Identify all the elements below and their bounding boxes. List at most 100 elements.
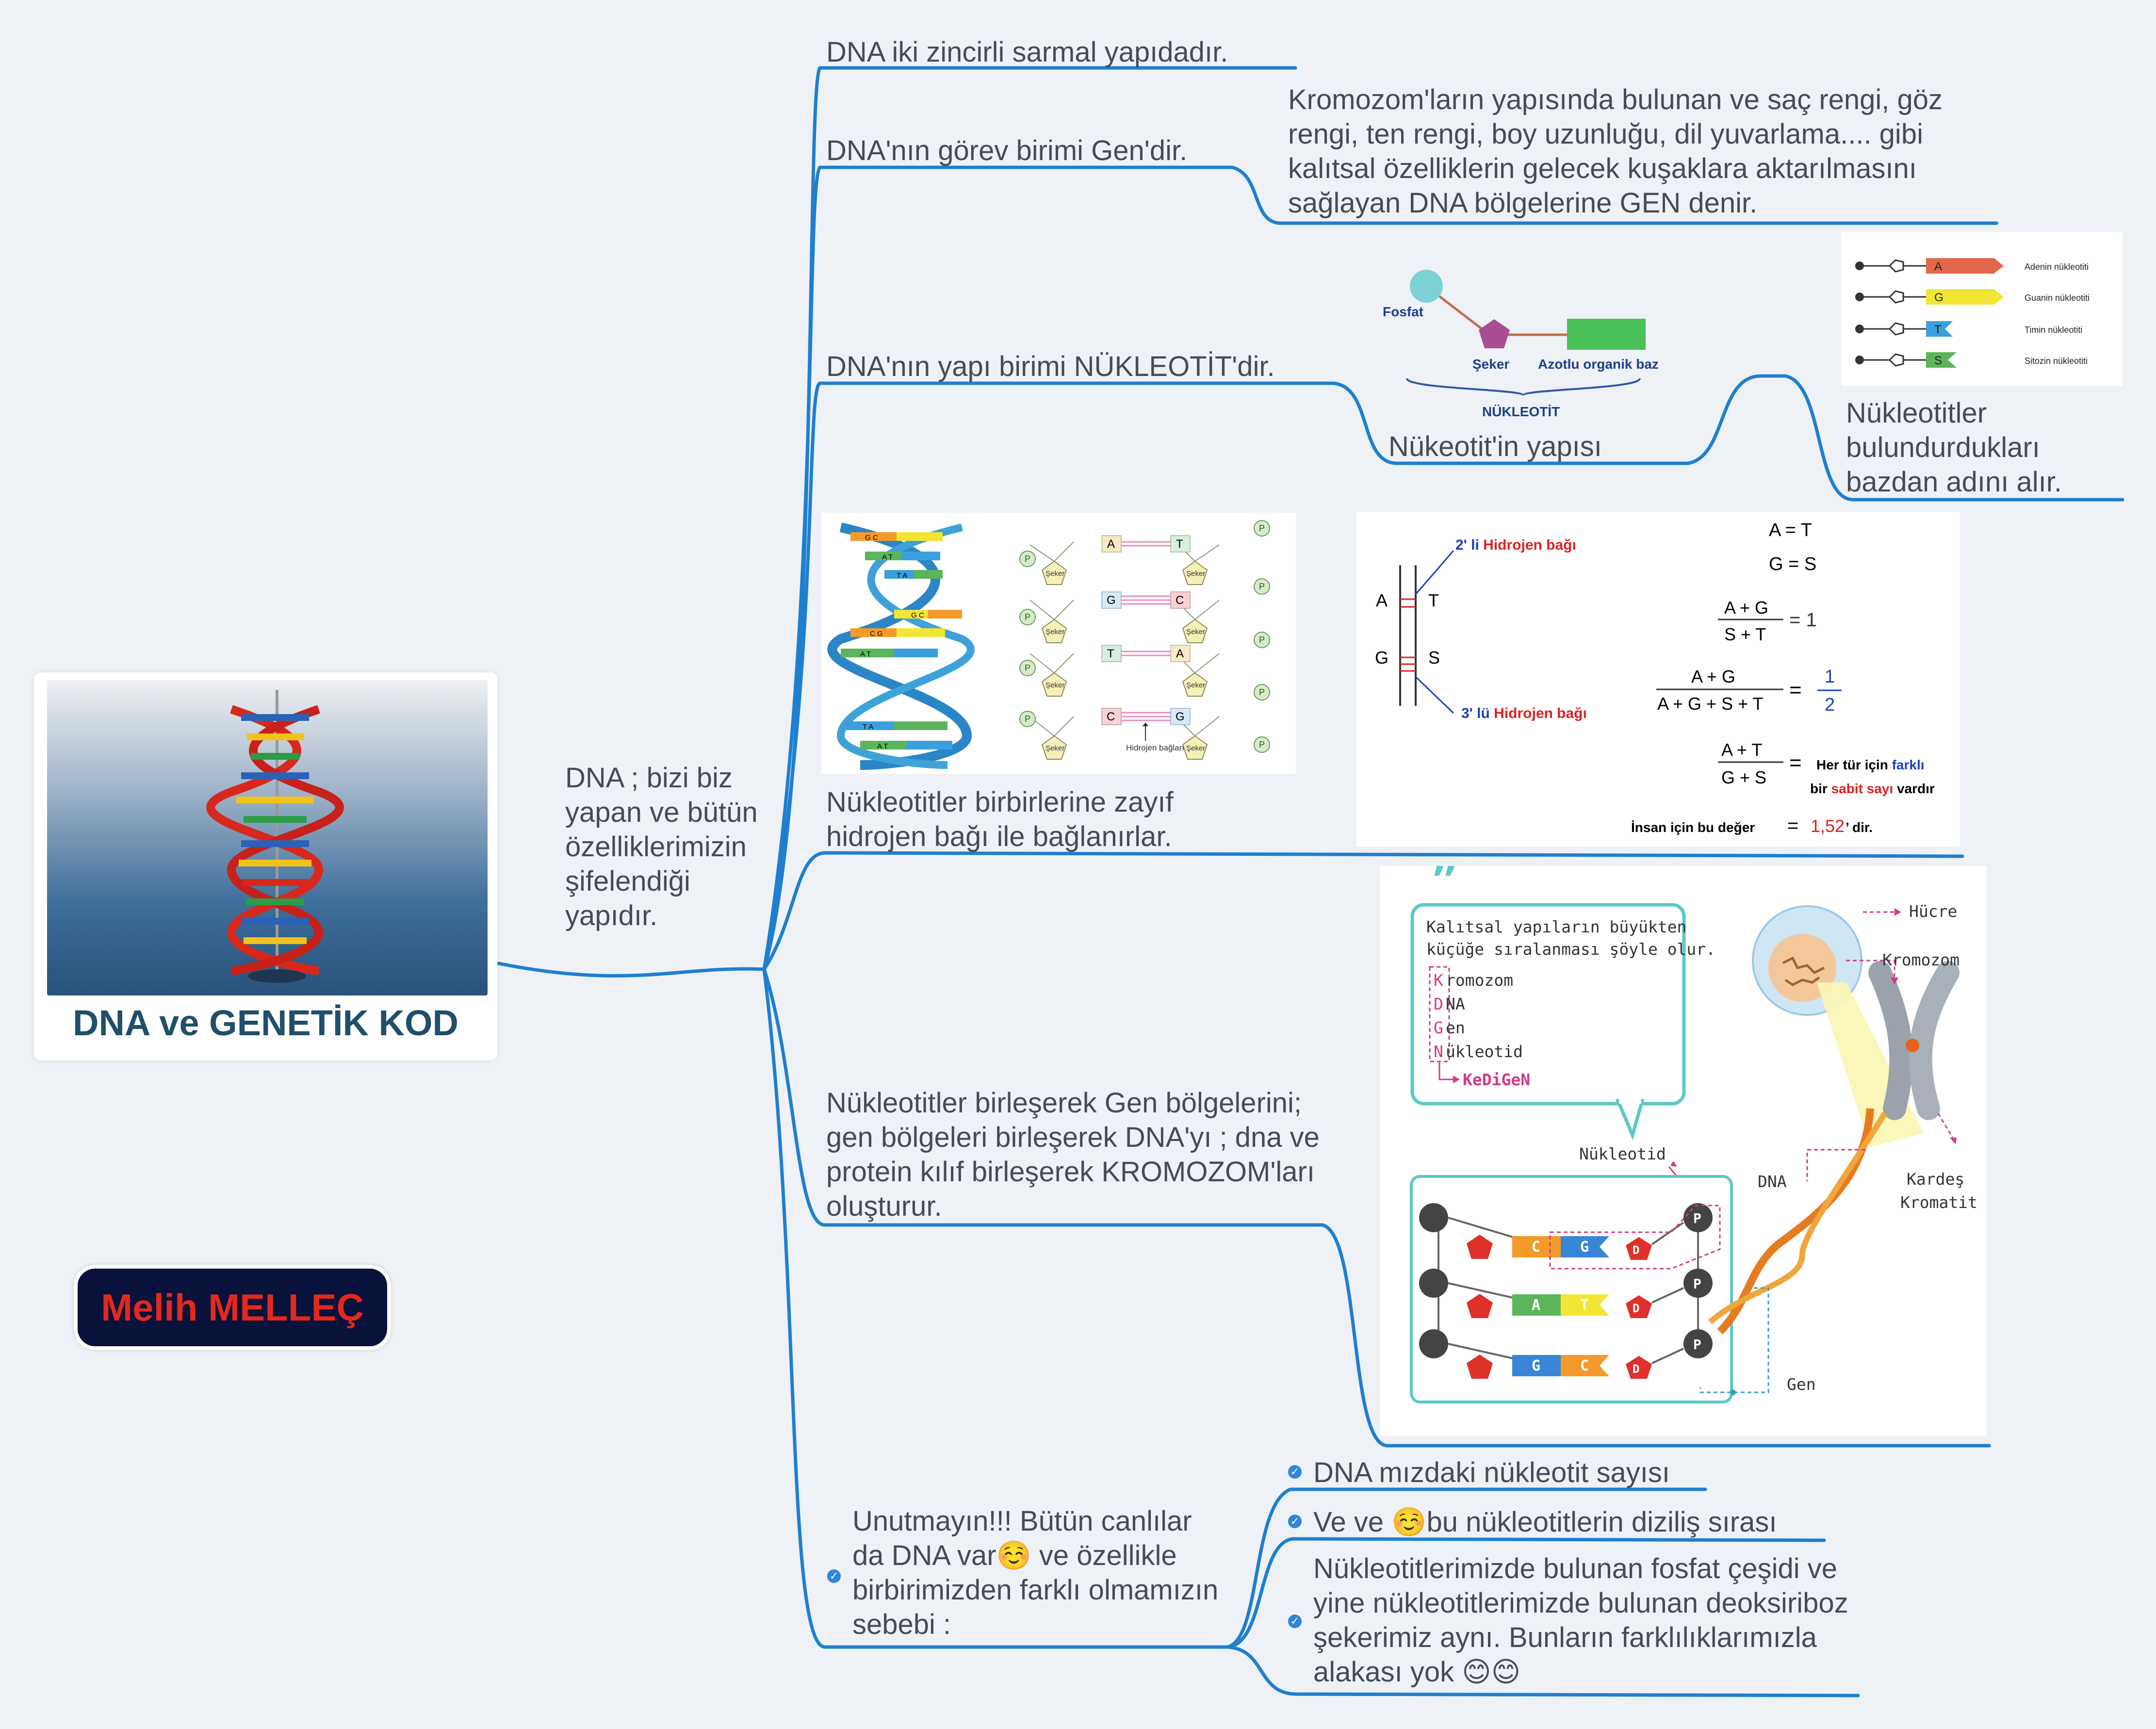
difference-item-3[interactable]: ✓ Nükleotitlerimizde bulunan fosfat çeşi…	[1288, 1551, 1851, 1689]
svg-text:Her tür için farklı: Her tür için farklı	[1816, 757, 1925, 772]
svg-text:NA: NA	[1446, 995, 1465, 1013]
svg-text:T: T	[1934, 323, 1942, 336]
svg-text:G: G	[1934, 291, 1944, 304]
svg-text:A + G: A + G	[1691, 667, 1735, 686]
branch-difference-reason[interactable]: ✓ Unutmayın!!! Bütün canlılar da DNA var…	[827, 1504, 1225, 1642]
svg-text:P: P	[1025, 663, 1030, 673]
checkbox-icon[interactable]: ✓	[1288, 1615, 1302, 1628]
gene-definition-node[interactable]: Kromozom'ların yapısında bulunan ve saç …	[1288, 84, 1943, 219]
svg-text:G: G	[1176, 710, 1185, 723]
branch-gene-assembly[interactable]: Nükleotitler birleşerek Gen bölgelerini;…	[826, 1087, 1320, 1222]
checkbox-icon[interactable]: ✓	[1288, 1515, 1302, 1528]
svg-text:S: S	[1934, 354, 1942, 367]
dna-model-icon	[47, 680, 488, 995]
base-types-figure: A Adenin nükleotiti G Guanin nükleotiti	[1841, 232, 2123, 386]
branch-double-helix[interactable]: DNA iki zincirli sarmal yapıdadır.	[826, 36, 1228, 68]
svg-text:P: P	[1259, 740, 1265, 750]
difference-item-1-text: DNA mızdaki nükleotit sayısı	[1313, 1457, 1670, 1488]
difference-item-2[interactable]: ✓ Ve ve ☺️bu nükleotitlerin diziliş sıra…	[1288, 1505, 1822, 1539]
svg-text:Şeker: Şeker	[1186, 628, 1205, 636]
svg-text:A: A	[1532, 1297, 1540, 1314]
svg-text:P: P	[1025, 554, 1030, 564]
svg-text:küçüğe sıralanması şöyle olur.: küçüğe sıralanması şöyle olur.	[1426, 940, 1715, 959]
svg-text:G: G	[1107, 594, 1116, 607]
svg-text:bir sabit sayı vardır: bir sabit sayı vardır	[1810, 781, 1935, 796]
svg-text:Kalıtsal yapıların büyükten: Kalıtsal yapıların büyükten	[1426, 917, 1686, 936]
svg-text:C: C	[1532, 1239, 1540, 1256]
svg-text:T: T	[1580, 1297, 1589, 1314]
svg-text:A T: A T	[877, 742, 888, 750]
svg-text:A T: A T	[882, 553, 893, 561]
checkbox-icon[interactable]: ✓	[1288, 1465, 1302, 1479]
svg-text:P: P	[1693, 1210, 1701, 1226]
svg-text:Şeker: Şeker	[1045, 744, 1064, 752]
svg-text:G + S: G + S	[1721, 767, 1766, 787]
svg-text:2: 2	[1825, 695, 1835, 715]
seker-label: Şeker	[1472, 357, 1509, 372]
svg-text:1: 1	[1825, 667, 1835, 687]
svg-text:D: D	[1434, 995, 1443, 1013]
helix-pair-1: G C	[850, 532, 943, 542]
root-node[interactable]: DNA ve GENETİK KOD	[34, 672, 497, 1060]
svg-text:C: C	[1176, 594, 1184, 607]
svg-text:Nükleotid: Nükleotid	[1579, 1144, 1666, 1163]
svg-text:P: P	[1259, 523, 1265, 533]
svg-text:P: P	[1693, 1276, 1701, 1292]
svg-text:A + G + S + T: A + G + S + T	[1657, 694, 1763, 714]
difference-item-2-text: Ve ve ☺️bu nükleotitlerin diziliş sırası	[1313, 1506, 1777, 1538]
difference-item-1[interactable]: ✓ DNA mızdaki nükleotit sayısı	[1288, 1455, 1725, 1490]
svg-text:T: T	[1107, 647, 1114, 660]
svg-text:P: P	[1025, 714, 1030, 724]
helix-pair-3: T A	[884, 570, 943, 580]
svg-text:Timin nükleotiti: Timin nükleotiti	[2025, 325, 2082, 335]
base-row-t: T Timin nükleotiti	[1855, 321, 2082, 337]
svg-text:S: S	[1428, 648, 1440, 668]
svg-text:Şeker: Şeker	[1045, 570, 1064, 578]
svg-text:Gen: Gen	[1787, 1375, 1816, 1394]
svg-text:P: P	[1693, 1337, 1701, 1353]
branch-gene-unit[interactable]: DNA'nın görev birimi Gen'dir.	[826, 135, 1188, 166]
svg-text:P: P	[1259, 582, 1265, 591]
helix-pair-8: A T	[860, 741, 952, 750]
svg-text:Kromatit: Kromatit	[1900, 1193, 1977, 1212]
dna-model-photo	[47, 680, 488, 995]
pairing-rules-diagram: A T G S 2' li Hidrojen bağı 3' lü Hidroj…	[1375, 520, 1935, 836]
svg-text:A + G: A + G	[1724, 598, 1768, 618]
svg-text:A: A	[1107, 538, 1115, 551]
svg-text:romozom: romozom	[1446, 971, 1513, 990]
helix-pair-4: G C	[894, 610, 962, 620]
double-hbond-label: 2' li Hidrojen bağı	[1455, 537, 1576, 553]
svg-text:A: A	[1376, 590, 1388, 610]
central-node[interactable]: DNA ; bizi biz yapan ve bütün özellikler…	[565, 762, 758, 931]
svg-text:D: D	[1633, 1302, 1639, 1315]
svg-text:P: P	[1259, 635, 1265, 645]
branch-nucleotide-unit[interactable]: DNA'nın yapı birimi NÜKLEOTİT'dir.	[826, 351, 1275, 382]
svg-text:G = S: G = S	[1769, 554, 1816, 574]
svg-text:P: P	[1259, 687, 1265, 697]
svg-text:T A: T A	[863, 723, 873, 731]
dna-ladder-diagram: G C A T T A G C C G A T T A A T	[827, 520, 1270, 770]
helix-pair-7: T A	[846, 721, 947, 731]
svg-text:G C: G C	[911, 611, 924, 620]
svg-text:T A: T A	[897, 571, 907, 580]
svg-text:ükleotid: ükleotid	[1446, 1042, 1523, 1061]
genetic-structure-figure: ” Kalıtsal yapıların büyükten küçüğe sır…	[1380, 855, 1987, 1436]
ladder-row-1: A T	[1101, 535, 1191, 553]
ladder-row-2: G C	[1101, 591, 1191, 609]
branch-hydrogen-bond[interactable]: Nükleotitler birbirlerine zayıf hidrojen…	[826, 786, 1174, 852]
svg-text:Şeker: Şeker	[1045, 628, 1064, 636]
svg-text:C: C	[1107, 710, 1115, 723]
pairing-rules-figure: A T G S 2' li Hidrojen bağı 3' lü Hidroj…	[1356, 512, 1960, 847]
author-badge[interactable]: Melih MELLEÇ	[74, 1265, 391, 1350]
svg-text:D: D	[1633, 1362, 1639, 1376]
nucleotide-structure-node[interactable]: Nükeotit'in yapısı	[1388, 431, 1602, 462]
checkbox-icon[interactable]: ✓	[827, 1569, 841, 1583]
helix-pair-6: A T	[841, 649, 938, 658]
branch-difference-text: Unutmayın!!! Bütün canlılar da DNA var☺️…	[852, 1505, 1219, 1640]
svg-text:Kardeş: Kardeş	[1907, 1170, 1964, 1189]
svg-text:G: G	[1580, 1239, 1589, 1256]
base-naming-node[interactable]: Nükleotitler bulundurdukları bazdan adın…	[1846, 397, 2062, 498]
svg-text:=: =	[1789, 751, 1802, 775]
